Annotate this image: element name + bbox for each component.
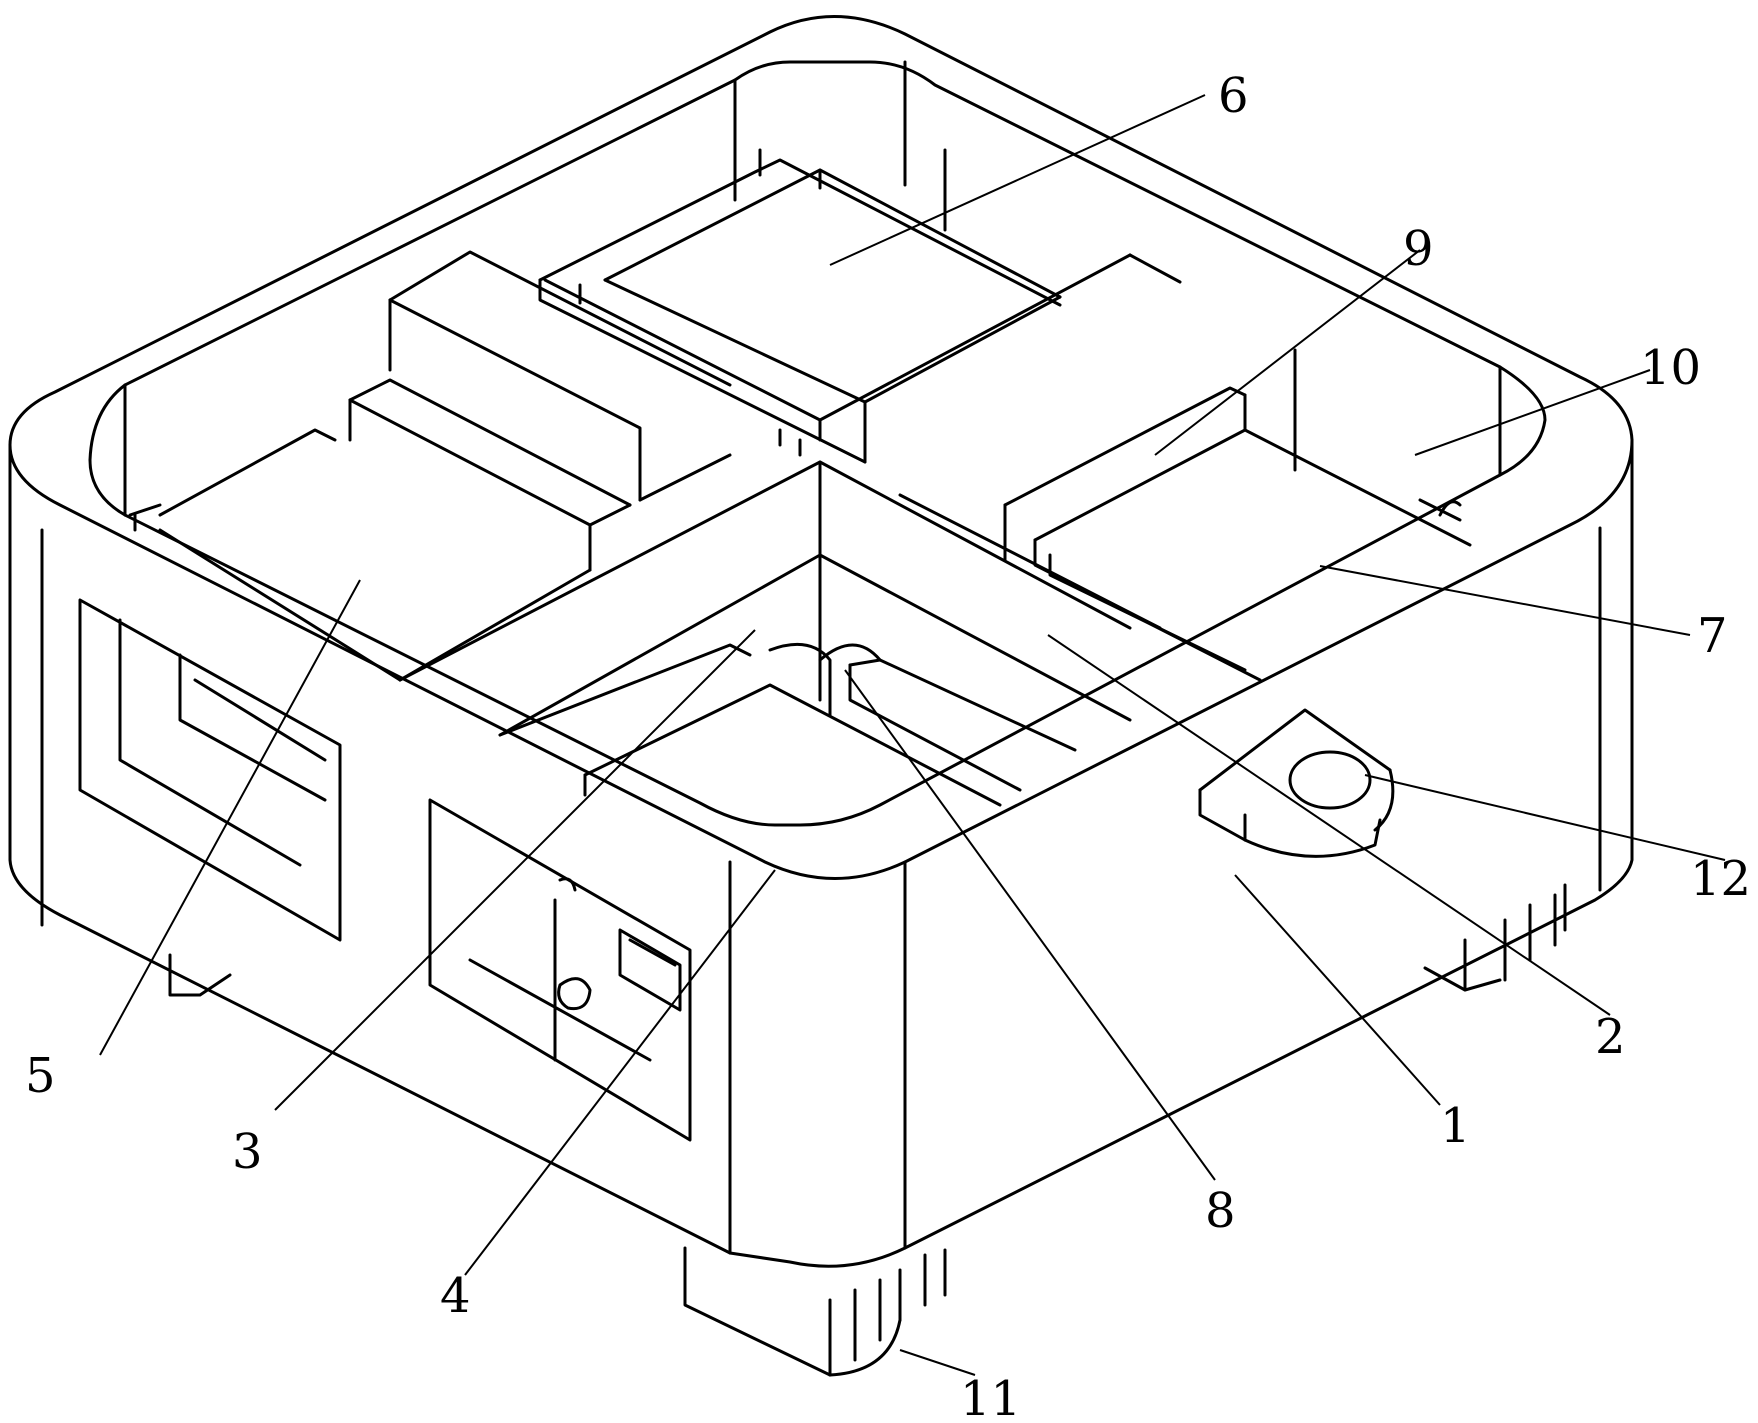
label-8: 8 [1205, 1183, 1236, 1239]
label-6: 6 [1218, 68, 1249, 124]
label-12: 12 [1690, 851, 1751, 907]
label-5: 5 [25, 1048, 56, 1104]
housing-body-1 [8, 438, 1634, 1268]
block-7 [1003, 386, 1472, 682]
label-7: 7 [1697, 608, 1728, 664]
label-4: 4 [440, 1268, 471, 1324]
label-3: 3 [232, 1124, 263, 1180]
leader-lines [99, 94, 1726, 1376]
side-window-center [428, 798, 692, 1142]
label-10: 10 [1640, 340, 1701, 396]
label-9: 9 [1403, 221, 1434, 277]
label-2: 2 [1595, 1009, 1626, 1065]
inner-walls [123, 60, 1502, 517]
mounting-lug [1198, 708, 1395, 858]
outer-rim [8, 15, 1634, 880]
block-6 [538, 148, 1062, 464]
foot-left [168, 953, 232, 997]
foot-front [683, 1246, 947, 1377]
lug-hole [1288, 750, 1372, 810]
foot-right [1423, 883, 1567, 992]
block-5 [128, 250, 732, 682]
side-window-left [78, 598, 342, 942]
callout-labels: 6 9 10 7 12 2 1 8 11 5 3 4 [25, 68, 1751, 1423]
block-4 [498, 642, 1077, 807]
label-11: 11 [960, 1371, 1021, 1423]
cross-divider [398, 253, 1182, 737]
label-1: 1 [1440, 1098, 1471, 1154]
